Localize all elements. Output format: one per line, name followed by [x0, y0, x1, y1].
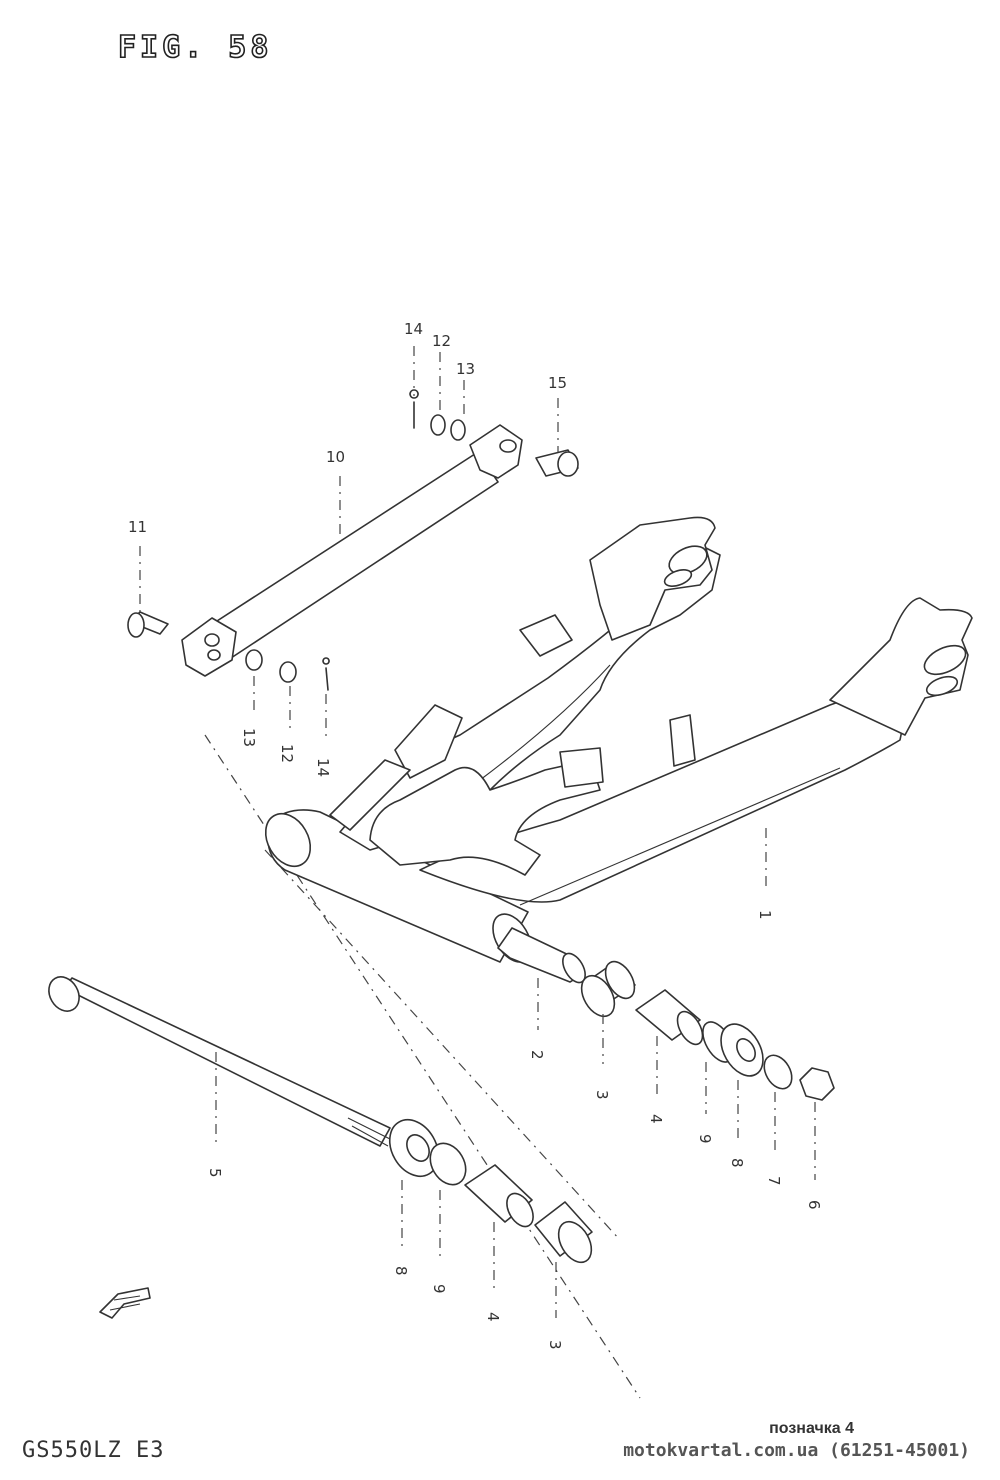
- callout-15: 15: [548, 374, 567, 392]
- callout-11: 11: [128, 518, 147, 536]
- callout-13b: 13: [240, 728, 258, 747]
- callout-12b: 12: [278, 744, 296, 763]
- link-hardware: [127, 389, 579, 691]
- callout-14a: 14: [404, 320, 423, 338]
- model-code: GS550LZ E3: [22, 1438, 165, 1463]
- axis-lines: [204, 734, 641, 1399]
- callout-3b: 3: [546, 1340, 564, 1350]
- callout-6: 6: [805, 1200, 823, 1210]
- torque-link: [181, 424, 523, 677]
- leader-lines: [139, 346, 816, 1318]
- callout-13a: 13: [456, 360, 475, 378]
- figure-title: FIG. 58: [117, 29, 273, 66]
- left-pivot-hardware: [388, 1118, 593, 1264]
- callout-9a: 9: [696, 1134, 714, 1144]
- callout-10: 10: [326, 448, 345, 466]
- callout-14b: 14: [314, 758, 332, 777]
- callout-8b: 8: [392, 1266, 410, 1276]
- callout-8a: 8: [728, 1158, 746, 1168]
- callout-labels: 1 2 3 4 9 8 7 6 5 8 9 4 3 10 11 12 13 14…: [128, 320, 823, 1350]
- swingarm: [264, 516, 973, 984]
- callout-3a: 3: [593, 1090, 611, 1100]
- callout-2: 2: [528, 1050, 546, 1060]
- note-label: позначка 4: [769, 1420, 854, 1437]
- callout-5: 5: [206, 1168, 224, 1178]
- pivot-shaft: [48, 976, 393, 1147]
- callout-4a: 4: [647, 1114, 665, 1124]
- site-reference: motokvartal.com.ua (61251-45001): [623, 1440, 970, 1461]
- callout-4b: 4: [484, 1312, 502, 1322]
- callout-1: 1: [756, 910, 774, 920]
- callout-12a: 12: [432, 332, 451, 350]
- direction-arrow-icon: [99, 1287, 151, 1319]
- callout-7: 7: [765, 1176, 783, 1186]
- callout-9b: 9: [430, 1284, 448, 1294]
- right-pivot-hardware: [580, 960, 835, 1101]
